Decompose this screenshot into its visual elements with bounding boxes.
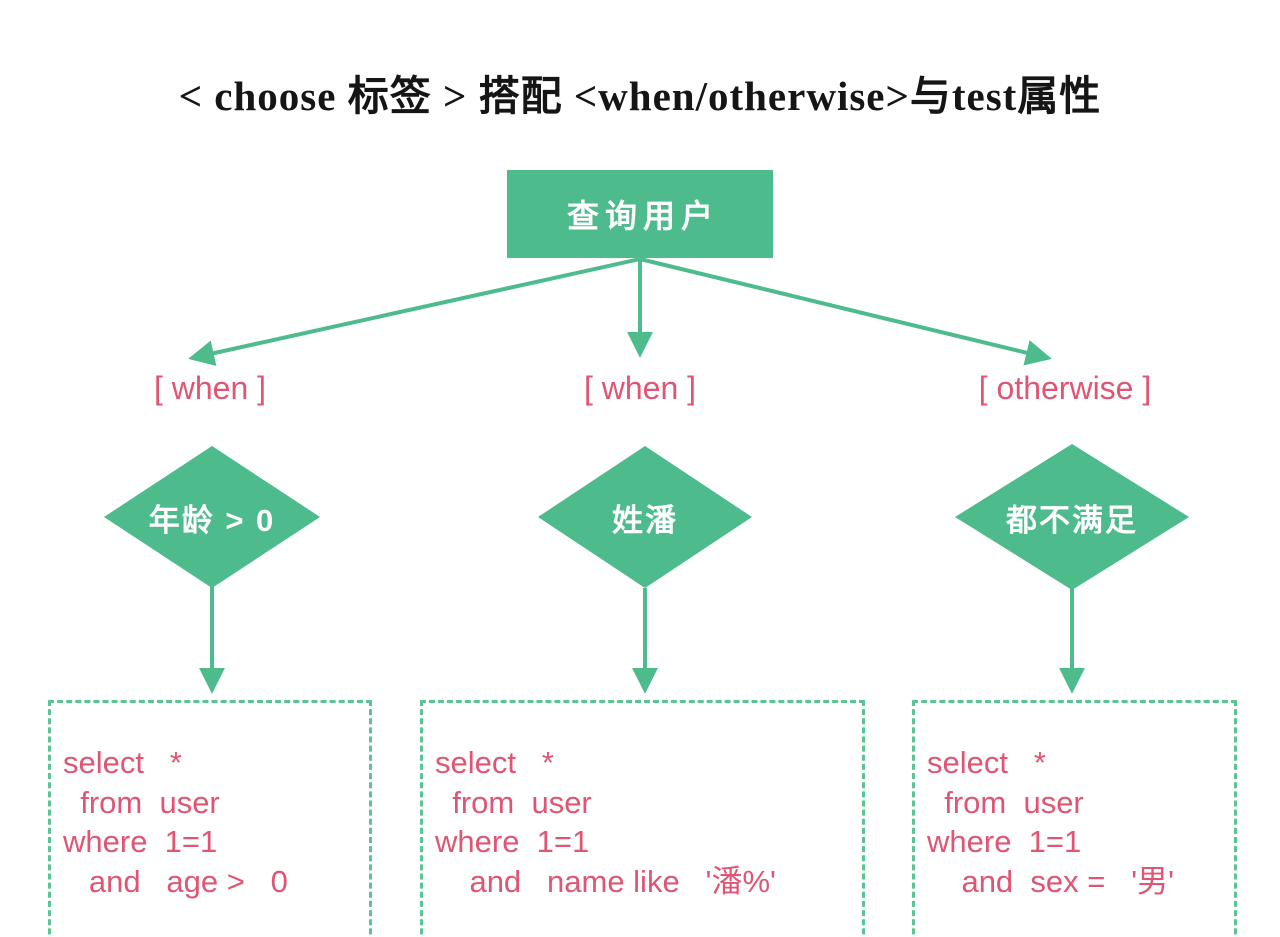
sql-line: and name like '潘%' bbox=[435, 863, 776, 899]
sql-line: and age > 0 bbox=[63, 863, 288, 899]
branch-tag-when-2: [ when ] bbox=[583, 370, 697, 406]
sql-result-box-when-1: select * from user where 1=1 and age > 0 bbox=[48, 700, 372, 937]
condition-diamond-none-matched: 都不满足 bbox=[955, 444, 1189, 590]
sql-line: from user bbox=[435, 784, 592, 820]
condition-label: 年龄 > 0 bbox=[148, 502, 276, 538]
branch-tag-otherwise: [ otherwise ] bbox=[978, 370, 1152, 406]
sql-line: select * bbox=[63, 745, 182, 780]
sql-line: where 1=1 bbox=[63, 824, 218, 859]
arrow-root-to-when1 bbox=[188, 257, 641, 366]
condition-label: 都不满足 bbox=[1006, 502, 1138, 538]
sql-line: from user bbox=[63, 784, 220, 820]
sql-line: select * bbox=[435, 745, 554, 780]
condition-diamond-name: 姓潘 bbox=[538, 446, 752, 588]
condition-label: 姓潘 bbox=[612, 502, 678, 538]
sql-line: and sex = '男' bbox=[927, 863, 1175, 899]
sql-line: where 1=1 bbox=[927, 824, 1082, 859]
root-node-query-user: 查询用户 bbox=[507, 170, 773, 258]
root-node-label: 查询用户 bbox=[566, 198, 719, 234]
condition-diamond-age: 年龄 > 0 bbox=[104, 446, 320, 588]
sql-result-box-otherwise: select * from user where 1=1 and sex = '… bbox=[912, 700, 1237, 937]
arrow-root-to-otherwise bbox=[639, 257, 1052, 366]
sql-result-box-when-2: select * from user where 1=1 and name li… bbox=[420, 700, 865, 937]
sql-line: from user bbox=[927, 784, 1084, 820]
sql-line: where 1=1 bbox=[435, 824, 590, 859]
sql-line: select * bbox=[927, 745, 1046, 780]
branch-tag-when-1: [ when ] bbox=[153, 370, 267, 406]
page-title: < choose 标签 > 搭配 <when/otherwise>与test属性 bbox=[178, 73, 1102, 119]
